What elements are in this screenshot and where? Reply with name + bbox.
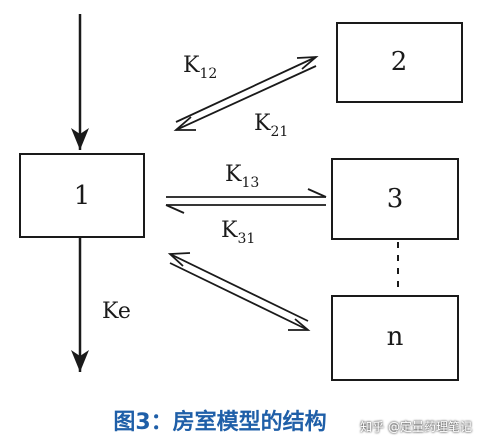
compartment-2-label: 2 bbox=[391, 47, 408, 77]
compartment-3-label: 3 bbox=[387, 184, 404, 214]
rate-k31-label: K31 bbox=[221, 218, 255, 247]
arrowhead-k13 bbox=[307, 188, 327, 198]
watermark: 知乎 @定量药理笔记 bbox=[360, 420, 472, 434]
rate-k13-label: K13 bbox=[225, 162, 259, 191]
arrowhead-k12 bbox=[296, 55, 319, 70]
arrow-k21 bbox=[175, 65, 317, 131]
rate-k21-label: K21 bbox=[254, 111, 288, 140]
compartment-n-label: n bbox=[387, 322, 404, 352]
arrow-kn1 bbox=[169, 253, 309, 322]
figure-caption: 图3：房室模型的结构 bbox=[113, 410, 327, 435]
arrowhead-k31 bbox=[165, 204, 185, 214]
elimination-arrowhead bbox=[71, 350, 89, 372]
arrow-k1n bbox=[169, 262, 309, 331]
arrowhead-kn1 bbox=[167, 252, 191, 267]
compartment-3-box bbox=[331, 158, 459, 240]
compartment-n-box bbox=[331, 295, 459, 381]
compartment-2-box bbox=[336, 22, 463, 103]
compartment-1-label: 1 bbox=[74, 181, 91, 211]
input-arrowhead bbox=[71, 128, 89, 150]
rate-ke-label: Ke bbox=[102, 299, 131, 324]
compartment-1-box bbox=[19, 153, 145, 238]
arrowhead-k21 bbox=[173, 116, 196, 131]
arrowhead-k1n bbox=[288, 318, 311, 331]
rate-k12-label: K12 bbox=[183, 53, 217, 82]
arrow-k12 bbox=[175, 56, 317, 123]
